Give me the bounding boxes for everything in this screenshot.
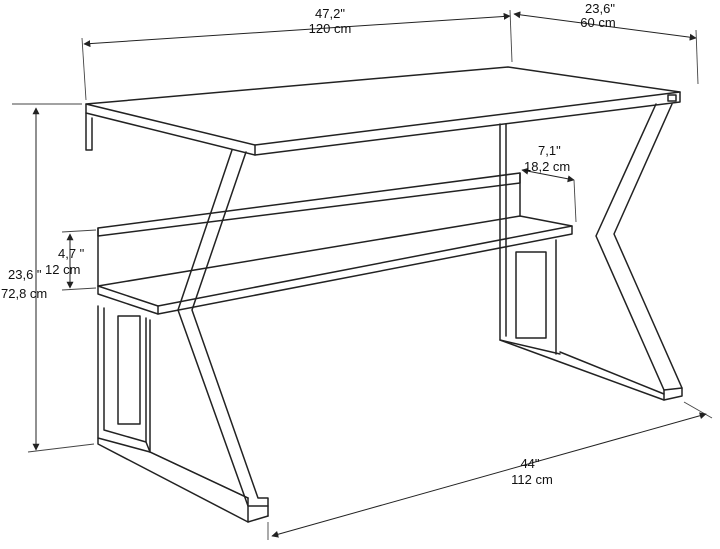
left-frame <box>85 112 269 523</box>
depth-inch-label: 23,6" <box>585 1 615 16</box>
leg-span-inch-label: 44" <box>520 456 539 471</box>
depth-dimension: 23,6" 60 cm <box>513 1 699 85</box>
shelf-height-dimension: 4,7 " 12 cm <box>45 229 97 291</box>
corner-tag-icon <box>667 94 677 102</box>
width-cm-label: 120 cm <box>309 21 352 36</box>
back-shelf-panel <box>97 172 521 287</box>
shelf-depth-cm-label: 18,2 cm <box>524 159 570 174</box>
depth-cm-label: 60 cm <box>580 15 615 30</box>
right-frame <box>499 103 683 401</box>
shelf-height-cm-label: 12 cm <box>45 262 80 277</box>
height-cm-label: 72,8 cm <box>1 286 47 301</box>
leg-span-dimension: 44" 112 cm <box>267 401 713 540</box>
height-inch-label: 23,6 " <box>8 267 42 282</box>
shelf-height-inch-label: 4,7 " <box>58 246 85 261</box>
shelf-depth-dimension: 7,1" 18,2 cm <box>521 143 577 223</box>
width-dimension: 47,2" 120 cm <box>81 6 513 101</box>
lower-shelf <box>97 215 573 315</box>
tabletop <box>85 66 681 156</box>
shelf-depth-inch-label: 7,1" <box>538 143 561 158</box>
width-inch-label: 47,2" <box>315 6 345 21</box>
height-dimension: 23,6 " 72,8 cm <box>1 103 95 453</box>
desk-illustration <box>85 66 683 523</box>
leg-span-cm-label: 112 cm <box>511 472 553 487</box>
